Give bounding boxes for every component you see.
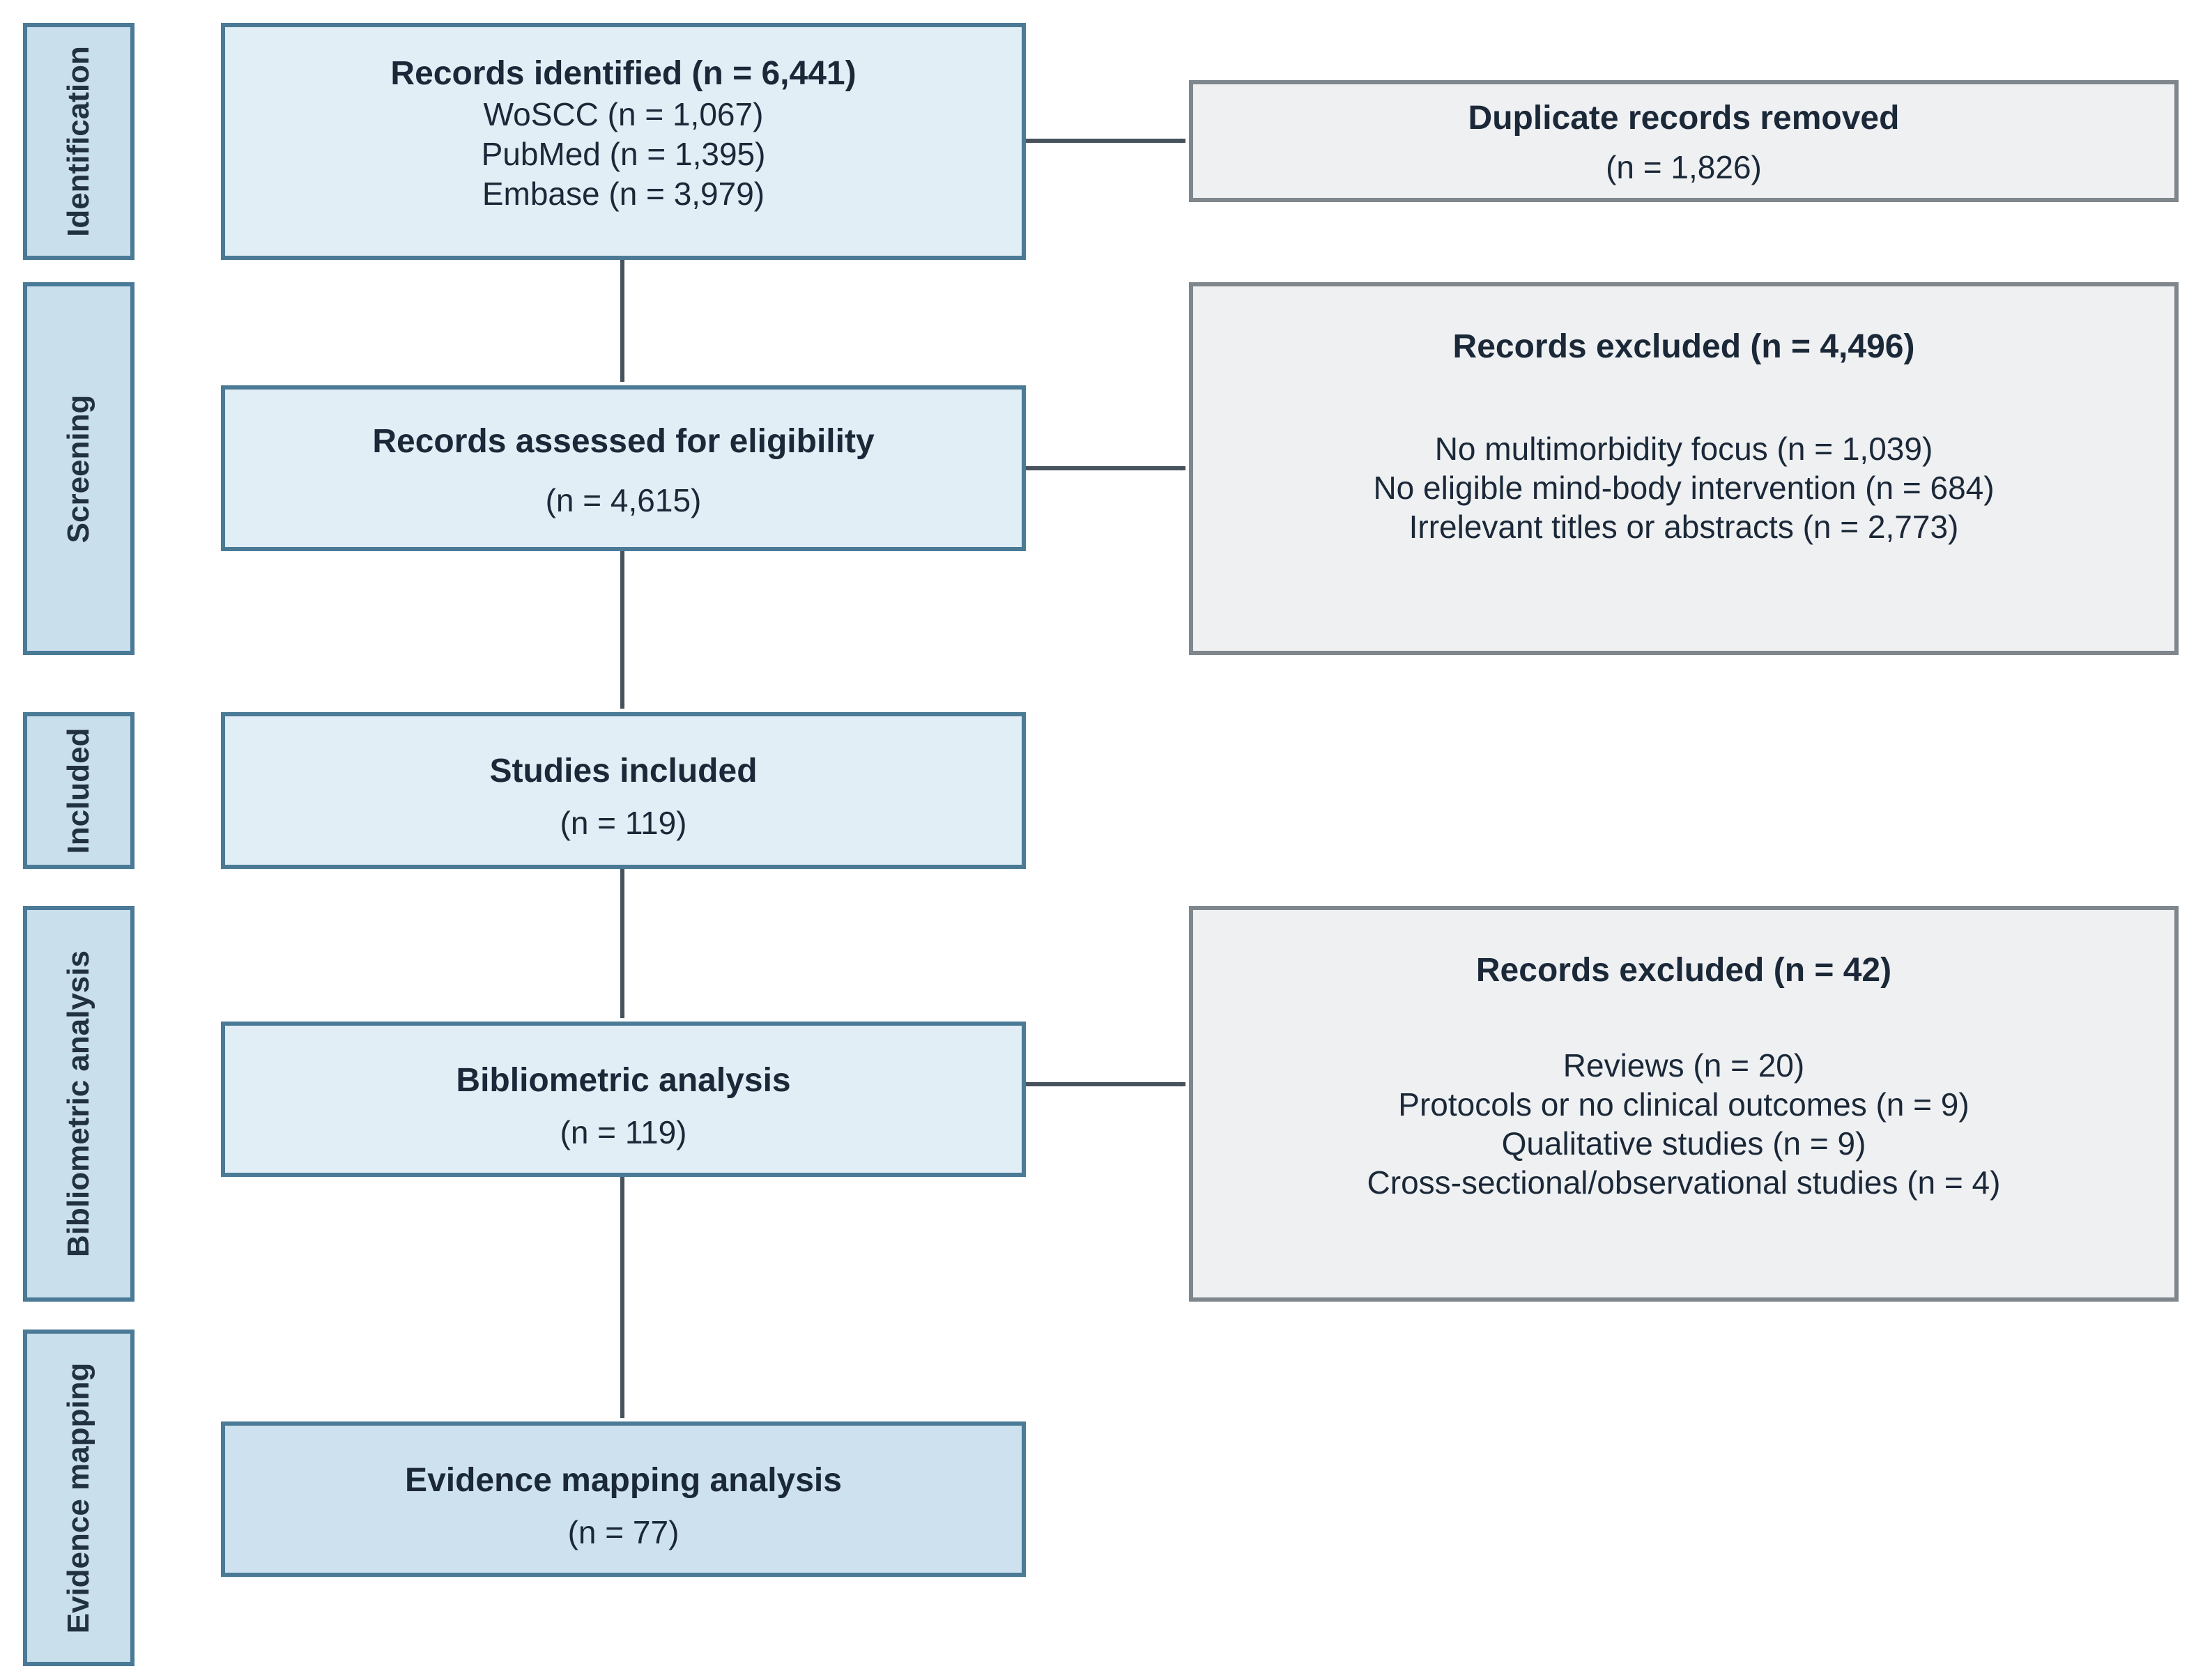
records-excluded-bibliometric-title: Records excluded (n = 42) (1475, 952, 1892, 989)
studies-included-count: (n = 119) (560, 805, 687, 841)
source-embase: Embase (n = 3,979) (482, 176, 765, 212)
records-assessed-box: Records assessed for eligibility (n = 4,… (221, 385, 1026, 551)
stage-included: Included (23, 712, 135, 869)
records-assessed-title: Records assessed for eligibility (372, 423, 875, 460)
studies-included-box: Studies included (n = 119) (221, 712, 1026, 869)
source-woscc: WoSCC (n = 1,067) (483, 96, 764, 132)
evidence-mapping-count: (n = 77) (567, 1514, 679, 1550)
duplicates-removed-count: (n = 1,826) (1606, 149, 1762, 185)
records-identified-box: Records identified (n = 6,441) WoSCC (n … (221, 23, 1026, 260)
records-assessed-count: (n = 4,615) (545, 482, 702, 518)
records-identified-title: Records identified (n = 6,441) (390, 55, 857, 92)
bibliometric-analysis-box: Bibliometric analysis (n = 119) (221, 1022, 1026, 1177)
stage-screening: Screening (23, 282, 135, 655)
duplicates-removed-title: Duplicate records removed (1468, 100, 1900, 137)
bibliometric-analysis-title: Bibliometric analysis (456, 1062, 791, 1099)
duplicates-removed-box: Duplicate records removed (n = 1,826) (1189, 80, 2179, 202)
evidence-mapping-title: Evidence mapping analysis (405, 1462, 842, 1499)
stage-identification: Identification (23, 23, 135, 260)
evidence-mapping-box: Evidence mapping analysis (n = 77) (221, 1421, 1026, 1577)
excluded-cross-sectional: Cross-sectional/observational studies (n… (1367, 1164, 2001, 1201)
records-excluded-bibliometric-box: Records excluded (n = 42) Reviews (n = 2… (1189, 906, 2179, 1302)
stage-evidence: Evidence mapping (23, 1330, 135, 1666)
records-excluded-screening-box: Records excluded (n = 4,496) No multimor… (1189, 282, 2179, 655)
studies-included-title: Studies included (489, 753, 758, 789)
source-pubmed: PubMed (n = 1,395) (481, 136, 766, 172)
exclusion-reason-2: No eligible mind-body intervention (n = … (1373, 470, 1995, 506)
records-excluded-screening-title: Records excluded (n = 4,496) (1452, 328, 1915, 365)
stage-bibliometric: Bibliometric analysis (23, 906, 135, 1302)
exclusion-reason-1: No multimorbidity focus (n = 1,039) (1434, 431, 1933, 467)
bibliometric-analysis-count: (n = 119) (560, 1114, 687, 1150)
excluded-qualitative: Qualitative studies (n = 9) (1501, 1125, 1866, 1162)
excluded-protocols: Protocols or no clinical outcomes (n = 9… (1398, 1086, 1970, 1123)
exclusion-reason-3: Irrelevant titles or abstracts (n = 2,77… (1408, 509, 1959, 545)
excluded-reviews: Reviews (n = 20) (1562, 1047, 1805, 1084)
